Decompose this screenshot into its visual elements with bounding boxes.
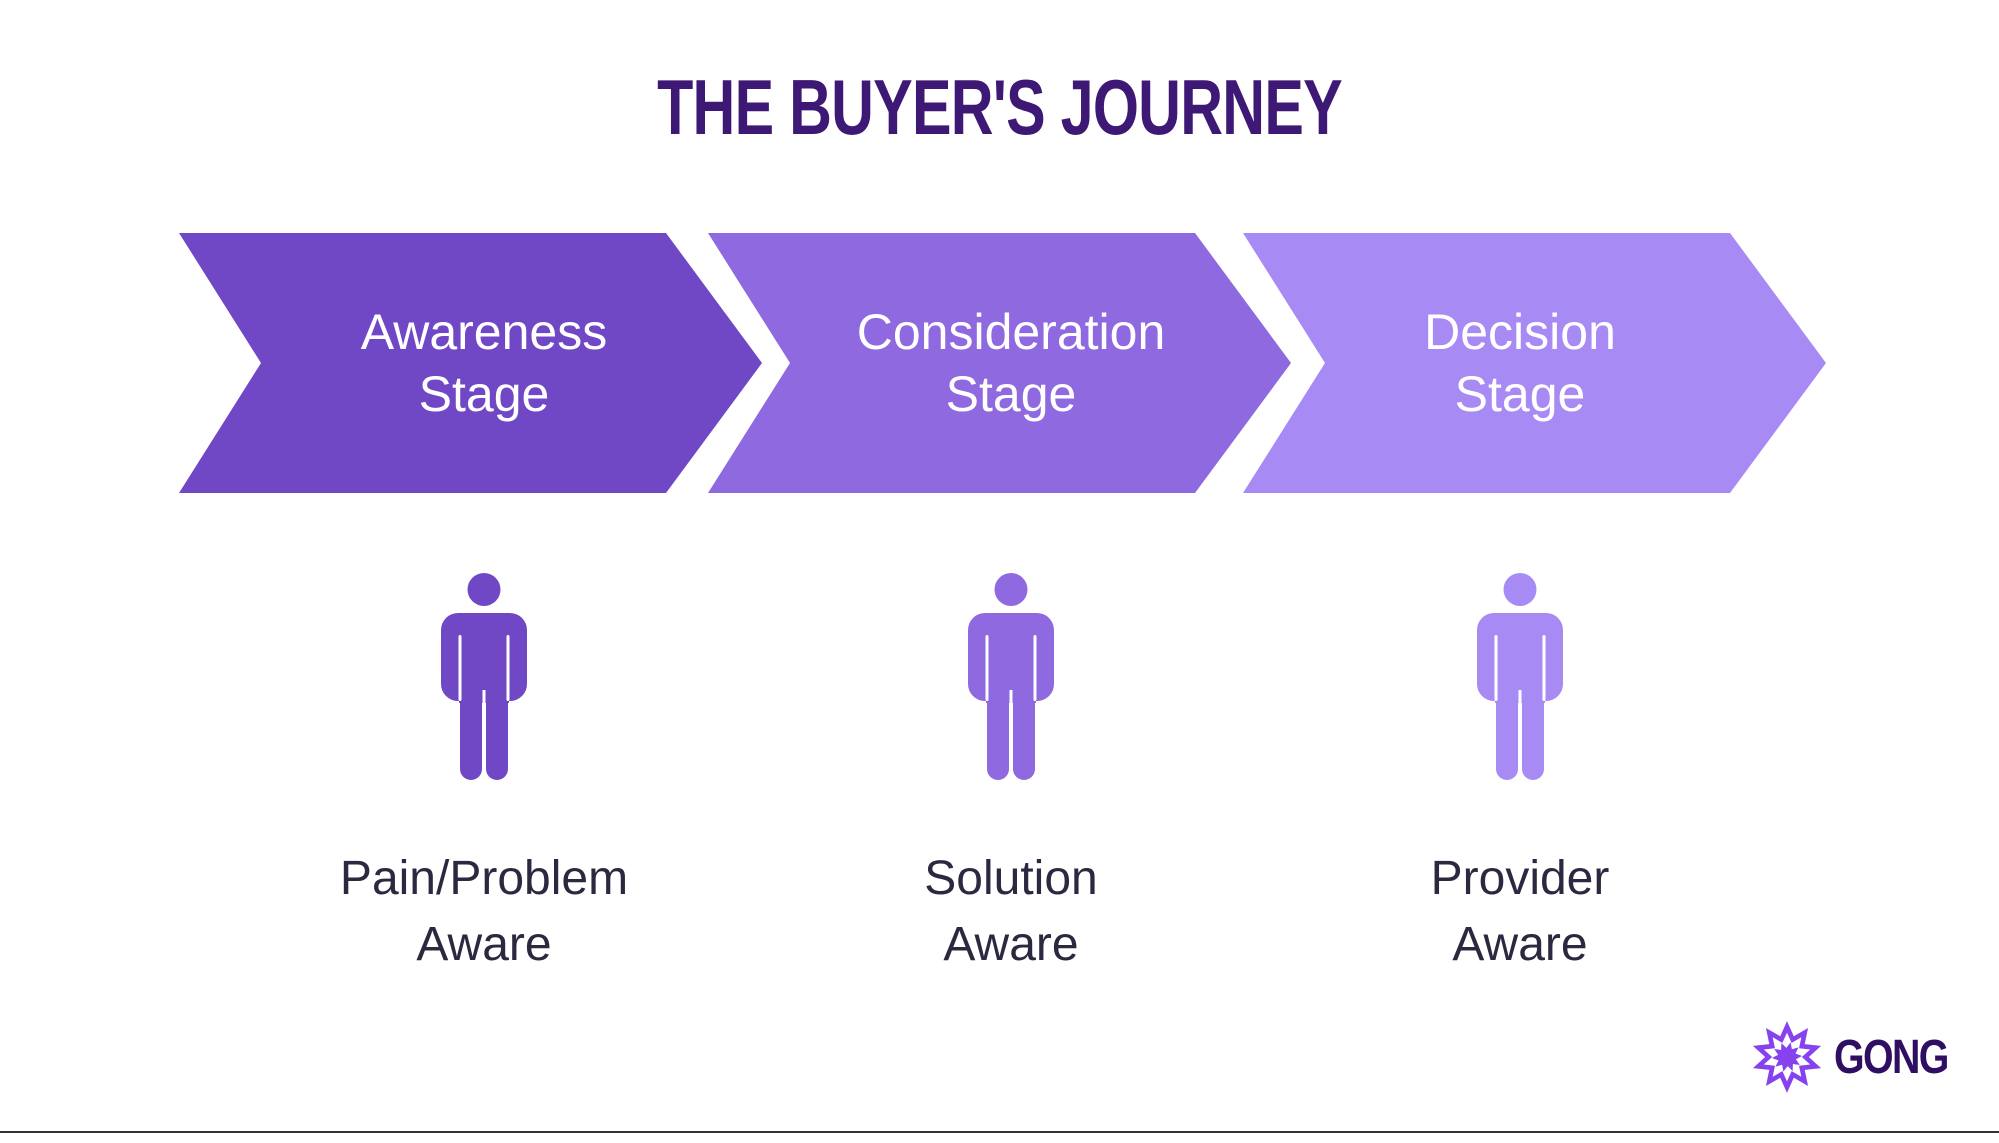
consideration-stage-label: Consideration Stage bbox=[856, 304, 1166, 422]
arrow-consideration-stage bbox=[708, 233, 1291, 493]
pain-problem-aware-label: Pain/Problem Aware bbox=[339, 852, 629, 971]
person-icon-consideration bbox=[968, 573, 1054, 780]
decision-stage-label: Decision Stage bbox=[1424, 304, 1616, 422]
arrow-decision-stage bbox=[1243, 233, 1826, 493]
person-icon-decision bbox=[1477, 573, 1563, 780]
gong-logo: GONG bbox=[1748, 1018, 1973, 1096]
provider-aware-label: Provider Aware bbox=[1430, 852, 1610, 971]
bottom-border bbox=[0, 1131, 1999, 1133]
gong-burst-icon bbox=[1752, 1021, 1822, 1093]
person-icon-awareness bbox=[441, 573, 527, 780]
gong-wordmark: GONG bbox=[1834, 1030, 1949, 1084]
awareness-stage-label: Awareness Stage bbox=[360, 304, 608, 422]
arrow-awareness-stage bbox=[179, 233, 762, 493]
page-title: THE BUYER'S JOURNEY bbox=[657, 63, 1343, 151]
journey-arrows bbox=[179, 233, 1826, 493]
solution-aware-label: Solution Aware bbox=[924, 852, 1098, 971]
